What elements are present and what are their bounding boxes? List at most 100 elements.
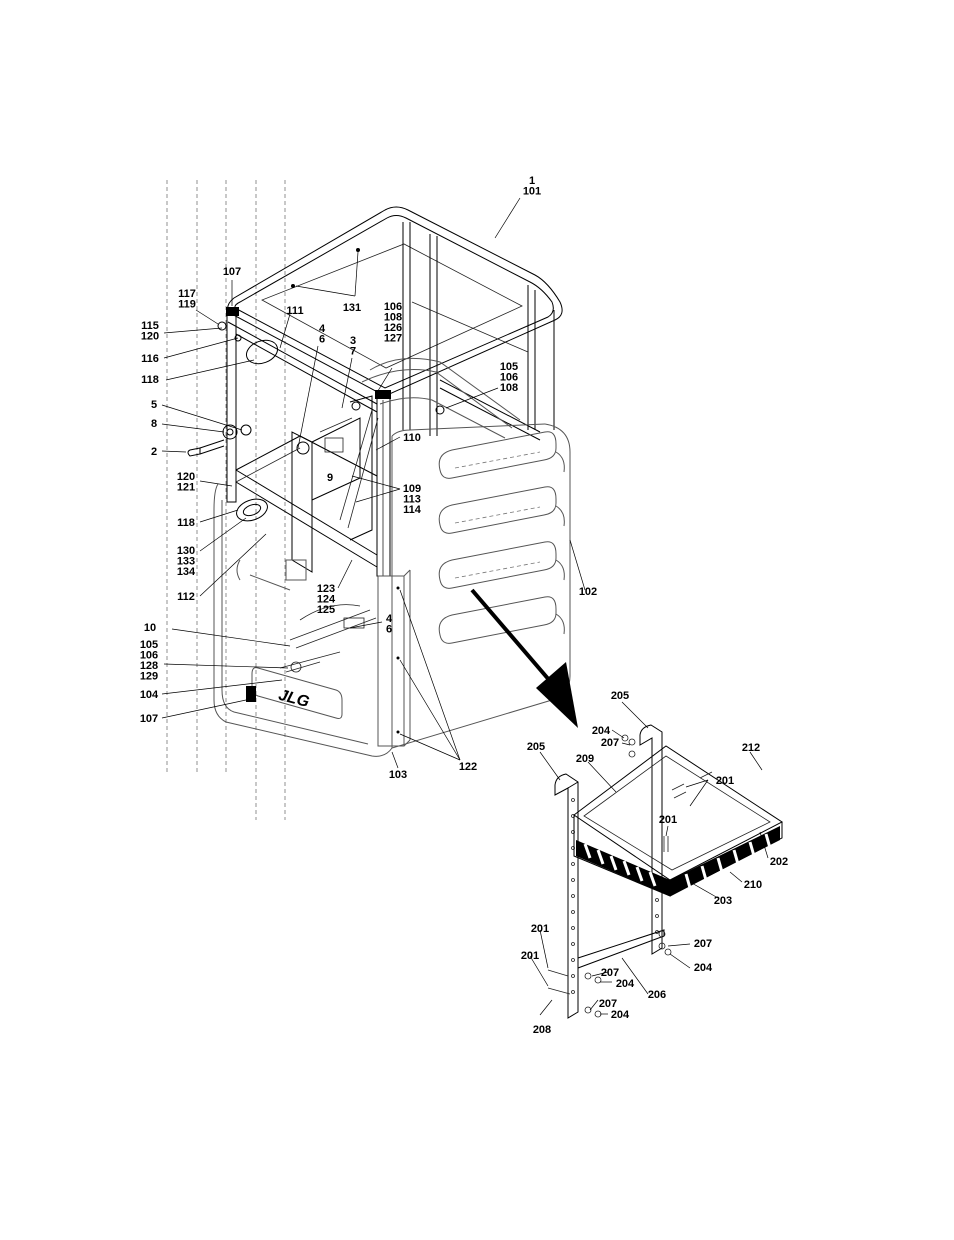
tool-tray-assembly (547, 724, 783, 1019)
callout-number: 118 (141, 374, 159, 386)
callout-210: 210 (744, 879, 762, 891)
callout-number: 202 (770, 856, 788, 868)
callout-number: 1 (529, 175, 535, 187)
callout-204-lower: 204 (611, 1009, 630, 1021)
callout-208: 208 (533, 1024, 551, 1036)
callout-204-top: 204 (592, 725, 611, 737)
assembly-centerlines (166, 180, 286, 820)
callout-122: 122 (459, 761, 477, 773)
callout-number: 104 (140, 689, 159, 701)
callout-131: 131 (343, 302, 361, 314)
callout-number: 106 (384, 301, 402, 313)
callout-number: 115 (141, 320, 159, 332)
callout-number: 126 (384, 322, 402, 334)
callout-number: 6 (386, 624, 392, 636)
callout-number: 201 (659, 814, 677, 826)
callout-number: 106 (140, 650, 158, 662)
callout-number: 114 (403, 504, 422, 516)
callout-209: 209 (576, 753, 594, 765)
callout-number: 210 (744, 879, 762, 891)
callout-212: 212 (742, 742, 760, 754)
callout-103: 103 (389, 769, 407, 781)
callout-118-upper: 118 (141, 374, 159, 386)
callout-110: 110 (403, 432, 421, 444)
callout-number: 119 (178, 299, 196, 311)
callout-number: 206 (648, 989, 666, 1001)
callout-201-left-upper: 201 (531, 923, 549, 935)
callout-3-7: 37 (350, 335, 356, 358)
callout-118-lower: 118 (177, 517, 195, 529)
callout-number: 207 (601, 967, 619, 979)
callout-205-left: 205 (527, 741, 545, 753)
callout-number: 4 (319, 323, 326, 335)
callout-number: 125 (317, 604, 335, 616)
callout-10: 10 (144, 622, 156, 634)
callout-number: 10 (144, 622, 156, 634)
callout-number: 109 (403, 483, 421, 495)
callout-116: 116 (141, 353, 159, 365)
callout-number: 208 (533, 1024, 551, 1036)
callout-number: 205 (527, 741, 545, 753)
callout-number: 105 (140, 639, 158, 651)
callout-number: 205 (611, 690, 629, 702)
callout-number: 127 (384, 333, 402, 345)
callout-number: 113 (403, 494, 421, 506)
callout-number: 120 (177, 471, 195, 483)
callout-207-lower: 207 (599, 998, 617, 1010)
callout-number: 124 (317, 594, 336, 606)
callout-number: 107 (140, 713, 158, 725)
callout-number: 110 (403, 432, 421, 444)
callout-number: 123 (317, 583, 335, 595)
callout-number: 207 (599, 998, 617, 1010)
callout-number: 212 (742, 742, 760, 754)
callout-number: 7 (350, 346, 356, 358)
callout-204-middle: 204 (616, 978, 635, 990)
hazard-stripe-decal (576, 826, 780, 896)
callout-number: 9 (327, 472, 333, 484)
callout-201-middle: 201 (659, 814, 677, 826)
callout-8: 8 (151, 418, 157, 430)
callout-112: 112 (177, 591, 195, 603)
callout-203: 203 (714, 895, 732, 907)
callout-number: 201 (716, 775, 734, 787)
callout-number: 108 (500, 382, 518, 394)
callout-5: 5 (151, 399, 157, 411)
callout-102: 102 (579, 586, 597, 598)
callout-number: 111 (286, 305, 303, 317)
callout-number: 118 (177, 517, 195, 529)
callout-number: 134 (177, 566, 196, 578)
callout-number: 117 (178, 288, 196, 300)
jlg-logo: JLG (277, 687, 311, 711)
callout-number: 207 (694, 938, 712, 950)
callout-number: 3 (350, 335, 356, 347)
callout-9: 9 (327, 472, 333, 484)
callout-number: 5 (151, 399, 157, 411)
callout-number: 129 (140, 671, 158, 683)
callout-107-lower: 107 (140, 713, 158, 725)
callout-number: 108 (384, 312, 402, 324)
callout-201-upper: 201 (716, 775, 734, 787)
callout-number: 130 (177, 545, 195, 557)
leader-lines (161, 197, 769, 1016)
callout-number: 133 (177, 556, 195, 568)
callout-number: 131 (343, 302, 361, 314)
callout-number: 8 (151, 418, 157, 430)
callout-number: 204 (616, 978, 635, 990)
callout-207-middle: 207 (601, 967, 619, 979)
callout-number: 116 (141, 353, 159, 365)
callout-number: 101 (523, 186, 541, 198)
callout-number: 204 (694, 962, 713, 974)
callout-206: 206 (648, 989, 666, 1001)
callout-number: 107 (223, 266, 241, 278)
callout-107-top: 107 (223, 266, 241, 278)
callout-number: 105 (500, 361, 518, 373)
